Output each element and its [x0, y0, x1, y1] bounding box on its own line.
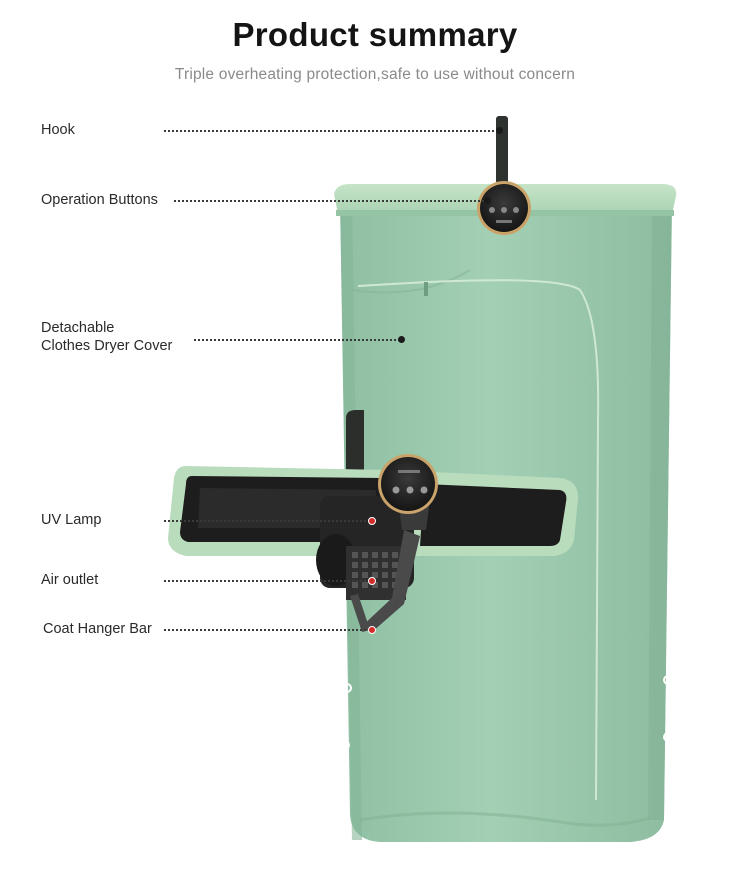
callout-uv-lamp-dot: [368, 517, 376, 525]
page-title: Product summary: [232, 16, 518, 53]
callout-uv-lamp-leader: [164, 520, 370, 522]
page-subtitle: Triple overheating protection,safe to us…: [174, 66, 576, 83]
callout-air-outlet-leader: [164, 580, 370, 582]
callout-cover-label-line1: Detachable: [41, 320, 115, 336]
callout-air-outlet-label: Air outlet: [41, 572, 99, 588]
callout-operation-buttons-leader: [174, 200, 484, 202]
callout-hook-dot: [496, 127, 503, 134]
callout-cover-dot: [398, 336, 405, 343]
callout-operation-buttons-label: Operation Buttons: [41, 192, 158, 208]
callout-cover-leader: [194, 339, 400, 341]
callout-air-outlet-dot: [368, 577, 376, 585]
coat-hanger-shape: [360, 530, 420, 632]
callout-hook-label: Hook: [41, 122, 75, 138]
callout-hook-leader: [164, 130, 498, 132]
callout-coat-hanger-bar-leader: [164, 629, 370, 631]
callout-cover-label-line2: Clothes Dryer Cover: [41, 338, 173, 354]
callout-operation-buttons-dot: [484, 197, 491, 204]
zipper-line: [357, 279, 600, 801]
callout-uv-lamp-label: UV Lamp: [41, 512, 102, 528]
callout-coat-hanger-bar-label: Coat Hanger Bar: [43, 621, 152, 637]
callout-coat-hanger-bar-dot: [368, 626, 376, 634]
